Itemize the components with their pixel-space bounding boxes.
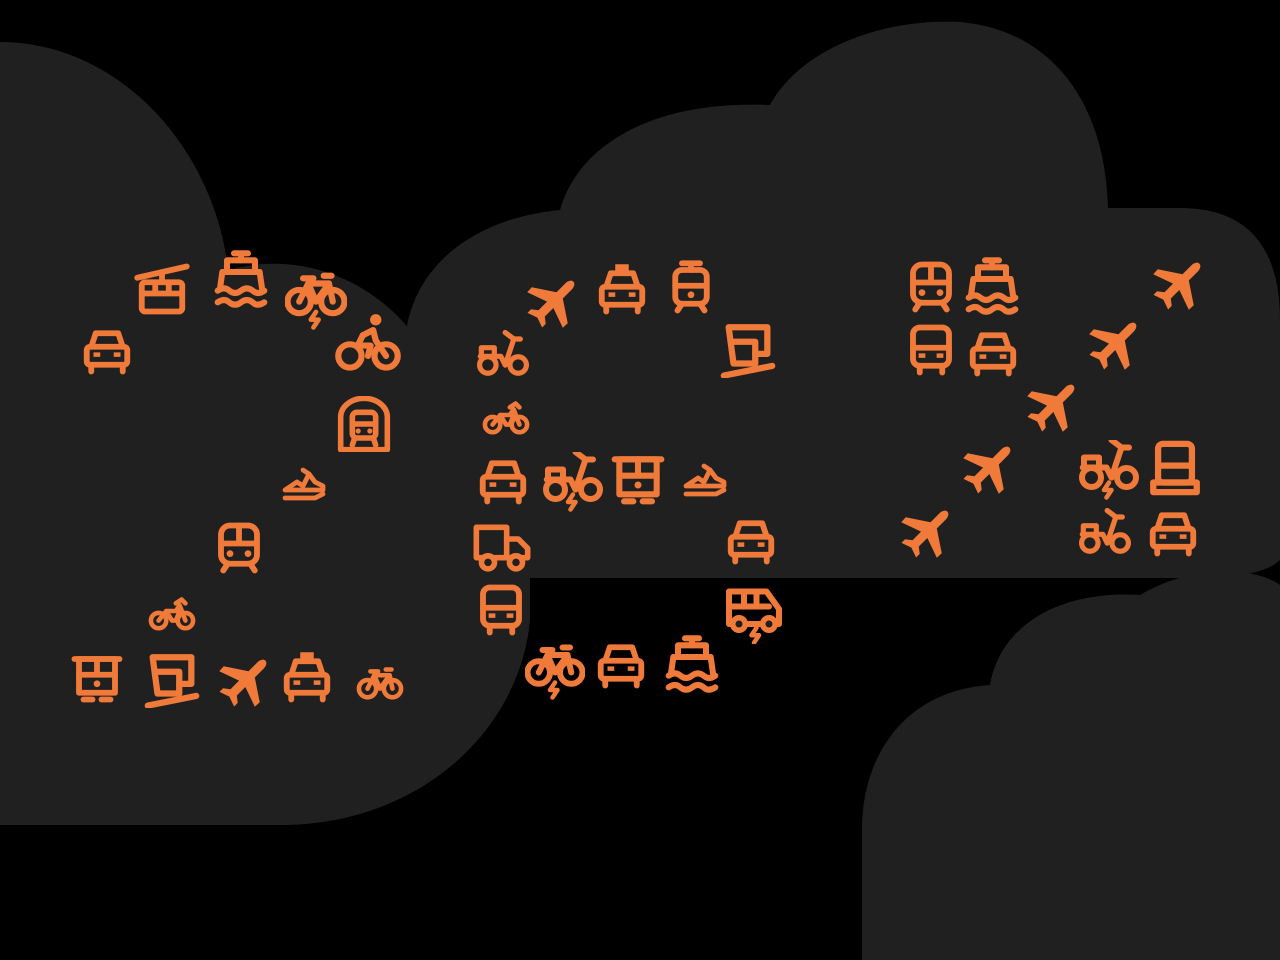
e-camper-icon [729, 592, 779, 643]
ferry-icon [669, 638, 716, 689]
car-icon [601, 647, 642, 685]
cloud-bottom-right [862, 571, 1280, 960]
tram-icon [675, 263, 707, 310]
cloud-left [0, 42, 530, 825]
clouds [0, 21, 1280, 960]
e-bike-icon [528, 648, 583, 698]
cloud-center [404, 21, 1280, 579]
